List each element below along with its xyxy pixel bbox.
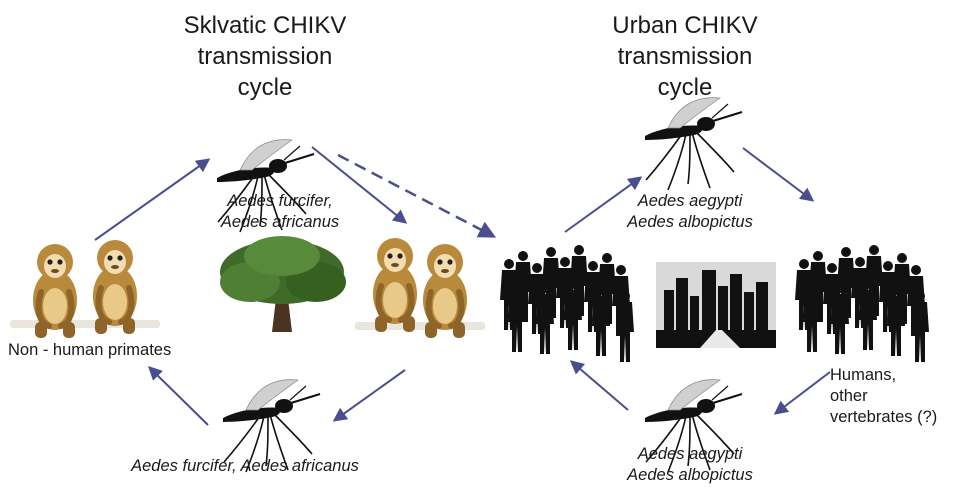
urban-cycle [500,96,929,473]
urban-title: Urban CHIKV transmission cycle [612,12,758,101]
urban-vector-top-label: Aedes aegypti Aedes albopictus [627,192,753,231]
human-crowd-icon [795,245,929,362]
arrow [148,366,209,426]
human-host-label: Humans, other vertebrates (?) [830,366,938,426]
dashed-arrow [337,153,497,238]
urban-vector-bottom-label: Aedes aegypti Aedes albopictus [627,445,753,484]
primate-icon [10,240,160,338]
human-crowd-icon [500,245,634,362]
arrow [742,147,815,202]
mosquito-icon [644,96,743,191]
tree-icon [220,236,346,332]
city-icon [656,262,776,348]
arrow [311,146,408,224]
sylvatic-vector-bottom-label: Aedes furcifer, Aedes africanus [131,457,359,475]
arrow [569,360,629,411]
sylvatic-vector-top-label: Aedes furcifer, Aedes africanus [220,192,340,231]
sylvatic-cycle [10,138,497,473]
primate-host-label: Non - human primates [8,341,172,359]
arrow [564,176,643,233]
sylvatic-title: Sklvatic CHIKV transmission cycle [183,12,347,101]
arrow [332,369,406,422]
arrow [773,371,831,415]
arrow [94,158,211,241]
primate-icon [355,238,485,338]
